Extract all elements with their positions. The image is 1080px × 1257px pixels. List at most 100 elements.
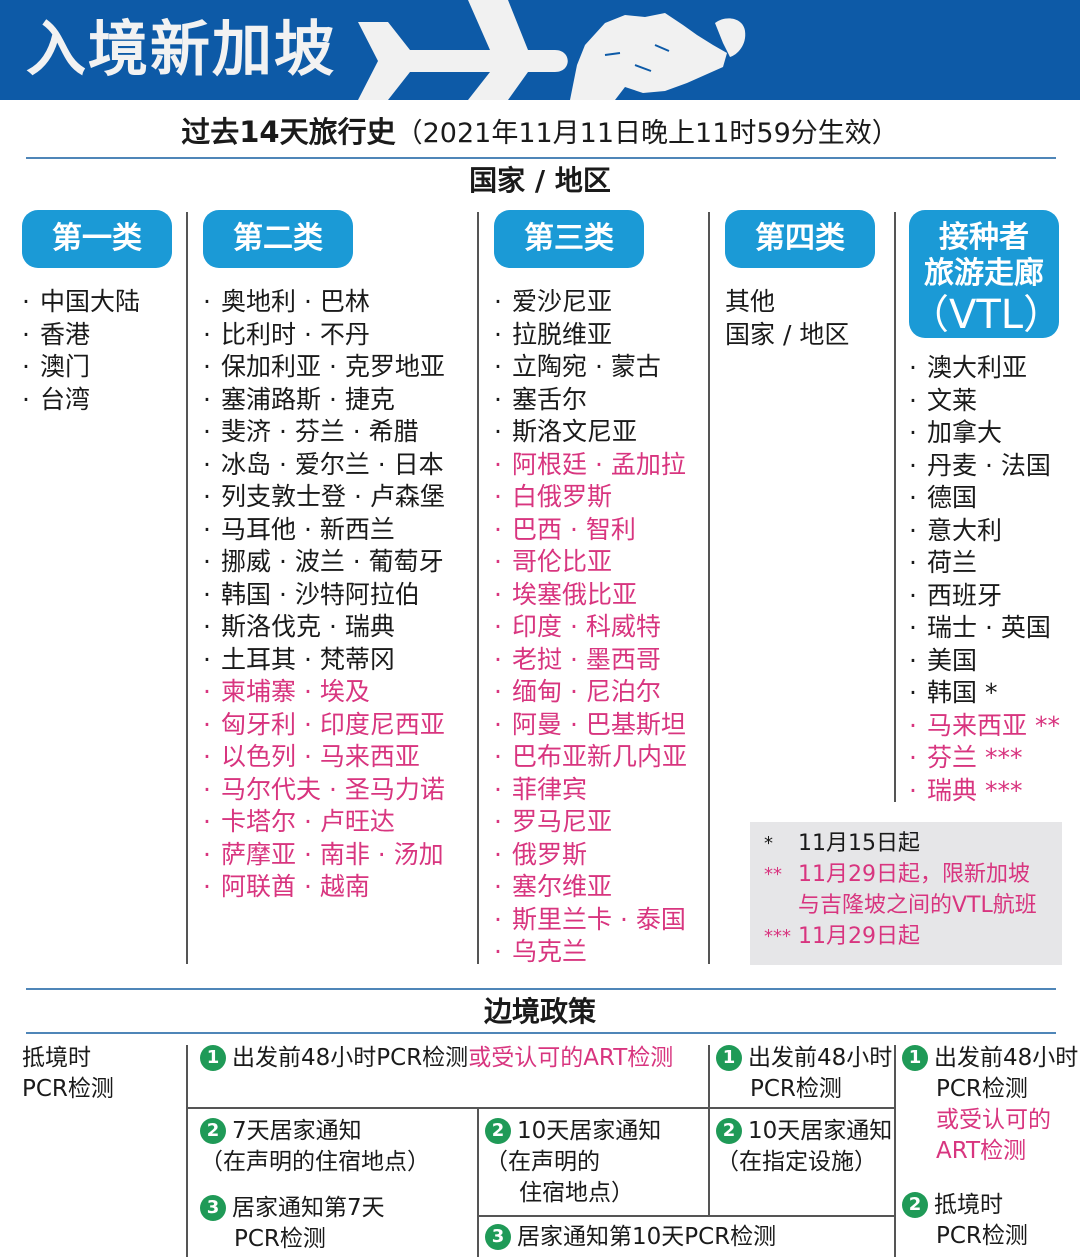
list-item: ·斯洛文尼亚 xyxy=(494,417,638,446)
category-3-list: ·爱沙尼亚 ·拉脱维亚 ·立陶宛 · 蒙古 ·塞舌尔 ·斯洛文尼亚 ·阿根廷 ·… xyxy=(494,286,704,969)
header-banner: 入境新加坡 xyxy=(0,0,1080,100)
title-main: 过去14天旅行史 xyxy=(181,115,396,149)
footnotes-box: *11月15日起 **11月29日起，限新加坡 与吉隆坡之间的VTL航班 ***… xyxy=(750,822,1062,965)
list-item: ·巴布亚新几内亚 xyxy=(494,742,688,771)
grid-line xyxy=(477,1215,894,1217)
step-1-badge: 1 xyxy=(716,1045,742,1071)
vtl-list: ·澳大利亚 ·文莱 ·加拿大 ·丹麦 · 法国 ·德国 ·意大利 ·荷兰 ·西班… xyxy=(909,352,1060,807)
list-item: ·罗马尼亚 xyxy=(494,807,613,836)
list-item: ·奥地利 · 巴林 xyxy=(203,287,370,316)
list-item: ·比利时 · 不丹 xyxy=(203,319,370,349)
list-item: ·缅甸 · 尼泊尔 xyxy=(494,677,661,706)
airplane-icon xyxy=(358,0,568,100)
list-item: ·斯洛伐克 · 瑞典 xyxy=(203,612,395,641)
column-divider xyxy=(477,212,479,964)
list-item: ·匈牙利 · 印度尼西亚 xyxy=(203,709,445,739)
banner-title: 入境新加坡 xyxy=(26,15,336,85)
grid-line xyxy=(186,1107,894,1109)
list-item: ·韩国 · 沙特阿拉伯 xyxy=(203,579,420,609)
column-divider xyxy=(708,212,710,964)
divider xyxy=(26,157,1056,159)
list-item: ·斯里兰卡 · 泰国 xyxy=(494,904,686,934)
category-3-label: 第三类 xyxy=(494,210,644,268)
list-item: ·瑞典 *** xyxy=(909,775,1023,805)
list-item: ·冰岛 · 爱尔兰 · 日本 xyxy=(203,449,444,479)
list-item: ·乌克兰 xyxy=(494,937,588,966)
category-1: 第一类 ·中国大陆 ·香港 ·澳门 ·台湾 xyxy=(22,210,172,416)
category-2-list: ·奥地利 · 巴林 ·比利时 · 不丹 ·保加利亚 · 克罗地亚 ·塞浦路斯 ·… xyxy=(203,286,473,904)
list-item: ·埃塞俄比亚 xyxy=(494,579,638,609)
list-item: ·中国大陆 xyxy=(22,287,141,316)
policy-row-label: 抵境时 PCR检测 xyxy=(22,1045,114,1102)
category-4-text: 其他 国家 / 地区 xyxy=(725,287,850,349)
list-item: ·韩国 * xyxy=(909,678,998,707)
region-label: 国家 / 地区 xyxy=(469,164,611,197)
list-item: ·马来西亚 ** xyxy=(909,710,1060,740)
list-item: ·马尔代夫 · 圣马力诺 xyxy=(203,774,445,804)
list-item: ·香港 xyxy=(22,319,91,349)
list-item: ·阿曼 · 巴基斯坦 xyxy=(494,709,686,739)
list-item: ·荷兰 xyxy=(909,548,978,577)
column-divider xyxy=(186,212,188,964)
grid-line xyxy=(477,1107,479,1257)
list-item: ·塞舌尔 xyxy=(494,384,588,414)
step-2-badge: 2 xyxy=(902,1192,928,1218)
list-item: ·老挝 · 墨西哥 xyxy=(494,644,661,674)
list-item: ·柬埔寨 · 埃及 xyxy=(203,677,370,706)
footnote: ***11月29日起 xyxy=(764,924,920,949)
list-item: ·土耳其 · 梵蒂冈 xyxy=(203,644,395,674)
column-divider xyxy=(894,212,896,802)
travel-history-title: 过去14天旅行史（2021年11月11日晚上11时59分生效） xyxy=(0,110,1080,156)
list-item: ·斐济 · 芬兰 · 希腊 xyxy=(203,417,419,446)
list-item: ·阿联酋 · 越南 xyxy=(203,872,370,901)
list-item: ·阿根廷 · 孟加拉 xyxy=(494,449,686,479)
list-item: ·瑞士 · 英国 xyxy=(909,613,1051,642)
list-item: ·立陶宛 · 蒙古 xyxy=(494,352,661,381)
step-1-badge: 1 xyxy=(902,1045,928,1071)
list-item: ·塞浦路斯 · 捷克 xyxy=(203,384,395,414)
effective-date: （2021年11月11日晚上11时59分生效） xyxy=(395,118,899,149)
list-item: ·意大利 xyxy=(909,515,1003,545)
step-3-badge: 3 xyxy=(485,1224,511,1250)
divider xyxy=(26,988,1056,990)
list-item: ·芬兰 *** xyxy=(909,743,1023,772)
step-2-badge: 2 xyxy=(485,1118,511,1144)
step-2-badge: 2 xyxy=(200,1118,226,1144)
list-item: ·加拿大 xyxy=(909,418,1003,447)
list-item: ·爱沙尼亚 xyxy=(494,287,613,316)
list-item: ·菲律宾 xyxy=(494,774,588,804)
divider xyxy=(26,1032,1056,1034)
list-item: ·俄罗斯 xyxy=(494,839,588,869)
category-4: 第四类 其他 国家 / 地区 xyxy=(725,210,875,351)
step-1-badge: 1 xyxy=(200,1045,226,1071)
footnote: *11月15日起 xyxy=(764,831,920,856)
list-item: ·保加利亚 · 克罗地亚 xyxy=(203,352,445,381)
step-3-badge: 3 xyxy=(200,1195,226,1221)
category-1-label: 第一类 xyxy=(22,210,172,268)
category-vtl: 接种者 旅游走廊 （VTL） ·澳大利亚 ·文莱 ·加拿大 ·丹麦 · 法国 ·… xyxy=(909,210,1063,807)
grid-line xyxy=(708,1045,710,1215)
grid-line xyxy=(186,1045,188,1257)
list-item: ·挪威 · 波兰 · 葡萄牙 xyxy=(203,547,444,576)
category-3: 第三类 ·爱沙尼亚 ·拉脱维亚 ·立陶宛 · 蒙古 ·塞舌尔 ·斯洛文尼亚 ·阿… xyxy=(494,210,704,969)
list-item: ·美国 xyxy=(909,645,978,675)
list-item: ·白俄罗斯 xyxy=(494,482,613,511)
list-item: ·澳大利亚 xyxy=(909,353,1028,382)
singapore-map-icon xyxy=(570,13,746,100)
list-item: ·德国 xyxy=(909,483,978,512)
list-item: ·哥伦比亚 xyxy=(494,547,613,576)
category-2: 第二类 ·奥地利 · 巴林 ·比利时 · 不丹 ·保加利亚 · 克罗地亚 ·塞浦… xyxy=(203,210,473,904)
footnote: **11月29日起，限新加坡 xyxy=(764,862,1030,887)
list-item: ·以色列 · 马来西亚 xyxy=(203,742,420,771)
list-item: ·拉脱维亚 xyxy=(494,319,613,349)
list-item: ·卡塔尔 · 卢旺达 xyxy=(203,807,395,836)
